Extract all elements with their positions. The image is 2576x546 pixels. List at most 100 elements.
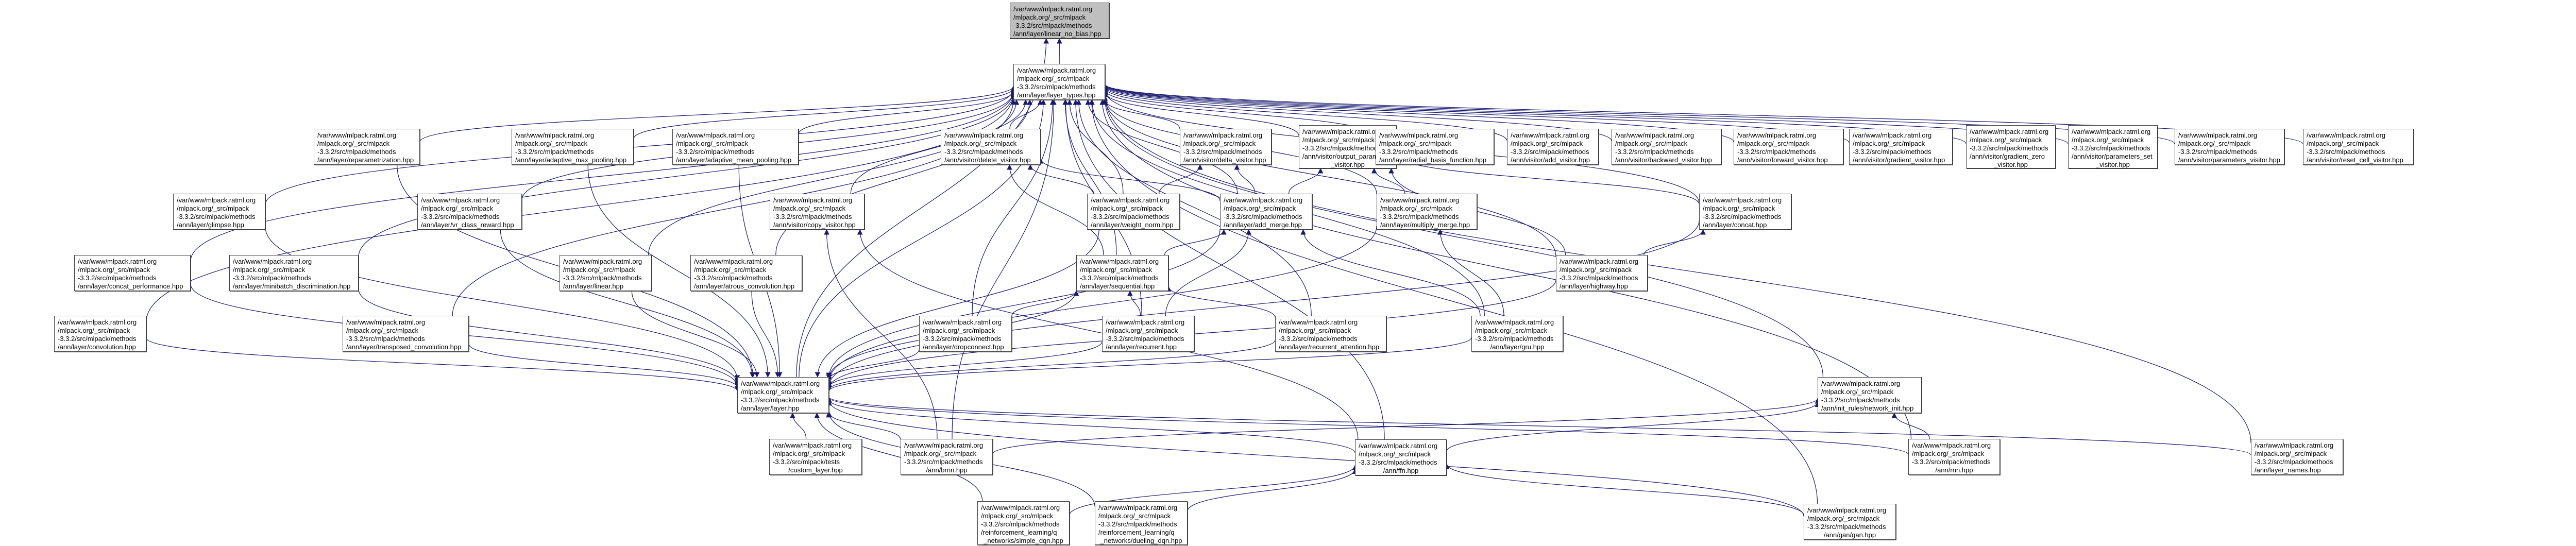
node-file-name: /ann/layer/adaptive_mean_pooling.hpp: [676, 156, 792, 164]
node-path-line: /mlpack.org/_src/mlpack: [944, 140, 1017, 147]
node-path-line: /var/www/mlpack.ratml.org: [1013, 5, 1093, 13]
node-path-line: /mlpack.org/_src/mlpack: [346, 327, 419, 334]
dependency-edge-gru-to-add-merge: [1300, 229, 1481, 316]
dependency-edge-recurrent-to-sequential: [1127, 290, 1141, 316]
dependency-edge-dropconnect-to-layer: [826, 349, 920, 381]
graph-node-delete-visitor[interactable]: /var/www/mlpack.ratml.org/mlpack.org/_sr…: [941, 129, 1041, 165]
node-path-line: /var/www/mlpack.ratml.org: [923, 318, 1002, 326]
dependency-edge-multiply-merge-to-output-parameter-visitor: [1371, 167, 1405, 194]
graph-node-dropconnect[interactable]: /var/www/mlpack.ratml.org/mlpack.org/_sr…: [919, 316, 1012, 352]
dependency-edge-delta-visitor-to-layer-types: [1102, 99, 1180, 129]
graph-node-adaptive-max-pooling[interactable]: /var/www/mlpack.ratml.org/mlpack.org/_sr…: [512, 129, 634, 165]
dependency-edge-add-merge-to-delta-visitor: [1234, 164, 1256, 194]
node-path-line: /var/www/mlpack.ratml.org: [1615, 131, 1694, 139]
node-path-line: -3.3.2/src/mlpack/methods: [1279, 335, 1358, 343]
dependency-edge-concat-to-layer: [826, 220, 1700, 387]
dependency-edge-layer-names-to-layer-types: [1102, 95, 2251, 443]
dependency-edge-delete-visitor-to-layer-types: [1009, 99, 1043, 129]
graph-node-adaptive-mean-pooling[interactable]: /var/www/mlpack.ratml.org/mlpack.org/_sr…: [672, 129, 799, 165]
graph-node-transposed-convolution[interactable]: /var/www/mlpack.ratml.org/mlpack.org/_sr…: [343, 316, 469, 352]
node-path-line: -3.3.2/src/mlpack/methods: [2178, 148, 2257, 156]
graph-node-concat-performance[interactable]: /var/www/mlpack.ratml.org/mlpack.org/_sr…: [74, 255, 191, 291]
node-file-name: /reinforcement_learning/q: [981, 528, 1057, 536]
node-path-line: /mlpack.org/_src/mlpack: [1821, 388, 1894, 396]
node-path-line: /var/www/mlpack.ratml.org: [78, 258, 157, 265]
graph-node-backward-visitor[interactable]: /var/www/mlpack.ratml.org/mlpack.org/_sr…: [1612, 129, 1721, 165]
node-path-line: /mlpack.org/_src/mlpack: [421, 204, 494, 212]
graph-node-minibatch-discrimination[interactable]: /var/www/mlpack.ratml.org/mlpack.org/_sr…: [229, 255, 359, 291]
dependency-edge-linear-to-layer-types: [648, 99, 1020, 255]
graph-node-concat[interactable]: /var/www/mlpack.ratml.org/mlpack.org/_sr…: [1699, 194, 1791, 230]
node-file-name: /ann/layer/atrous_convolution.hpp: [694, 282, 795, 290]
node-path-line: /var/www/mlpack.ratml.org: [1091, 196, 1170, 204]
node-path-line: /mlpack.org/_src/mlpack: [1511, 140, 1583, 147]
graph-node-vr-class-reward[interactable]: /var/www/mlpack.ratml.org/mlpack.org/_sr…: [417, 194, 522, 230]
dependency-edge-layer-names-to-layer: [826, 396, 2251, 455]
graph-node-atrous-convolution[interactable]: /var/www/mlpack.ratml.org/mlpack.org/_sr…: [690, 255, 802, 291]
node-path-line: -3.3.2/src/mlpack/methods: [1615, 148, 1694, 156]
graph-node-network-init[interactable]: /var/www/mlpack.ratml.org/mlpack.org/_sr…: [1818, 377, 1922, 413]
graph-node-highway[interactable]: /var/www/mlpack.ratml.org/mlpack.org/_sr…: [1556, 255, 1648, 291]
node-path-line: -3.3.2/src/mlpack/methods: [1912, 458, 1991, 466]
graph-node-custom-layer[interactable]: /var/www/mlpack.ratml.org/mlpack.org/_sr…: [769, 439, 862, 475]
graph-node-gan[interactable]: /var/www/mlpack.ratml.org/mlpack.org/_sr…: [1804, 504, 1896, 540]
graph-node-sequential[interactable]: /var/www/mlpack.ratml.org/mlpack.org/_sr…: [1076, 255, 1168, 291]
dependency-edge-dropconnect-to-sequential: [1011, 290, 1079, 316]
node-file-name: /ann/visitor/add_visitor.hpp: [1511, 156, 1590, 164]
graph-node-brnn[interactable]: /var/www/mlpack.ratml.org/mlpack.org/_sr…: [901, 439, 993, 475]
graph-node-copy-visitor[interactable]: /var/www/mlpack.ratml.org/mlpack.org/_sr…: [770, 194, 865, 230]
graph-node-parameters-set-visitor[interactable]: /var/www/mlpack.ratml.org/mlpack.org/_sr…: [2068, 125, 2158, 168]
graph-node-add-visitor[interactable]: /var/www/mlpack.ratml.org/mlpack.org/_sr…: [1507, 129, 1599, 165]
graph-node-multiply-merge[interactable]: /var/www/mlpack.ratml.org/mlpack.org/_sr…: [1377, 194, 1477, 230]
node-path-line: /mlpack.org/_src/mlpack: [1703, 204, 1775, 212]
node-path-line: -3.3.2/src/mlpack/methods: [1380, 213, 1459, 220]
graph-node-gradient-zero-visitor[interactable]: /var/www/mlpack.ratml.org/mlpack.org/_sr…: [1966, 125, 2056, 168]
node-path-line: /var/www/mlpack.ratml.org: [1279, 318, 1358, 326]
node-file-name: /ann/layer/concat.hpp: [1703, 221, 1767, 229]
dependency-edge-add-merge-to-output-parameter-visitor: [1288, 167, 1324, 194]
dependency-edge-brnn-to-layer-types: [952, 99, 1057, 439]
node-path-line: -3.3.2/src/mlpack/methods: [1970, 144, 2048, 152]
node-path-line: /mlpack.org/_src/mlpack: [1091, 204, 1163, 212]
node-path-line: /mlpack.org/_src/mlpack: [1183, 140, 1256, 147]
graph-node-add-merge[interactable]: /var/www/mlpack.ratml.org/mlpack.org/_sr…: [1220, 194, 1312, 230]
graph-node-gru[interactable]: /var/www/mlpack.ratml.org/mlpack.org/_sr…: [1471, 316, 1563, 352]
node-path-line: /var/www/mlpack.ratml.org: [1106, 318, 1185, 326]
graph-node-convolution[interactable]: /var/www/mlpack.ratml.org/mlpack.org/_sr…: [54, 316, 146, 352]
graph-node-parameters-visitor[interactable]: /var/www/mlpack.ratml.org/mlpack.org/_sr…: [2175, 129, 2284, 165]
node-path-line: -3.3.2/src/mlpack/methods: [1106, 335, 1184, 343]
node-file-name: /ann/rnn.hpp: [1935, 466, 1973, 474]
node-path-line: -3.3.2/src/mlpack/methods: [904, 458, 983, 466]
graph-node-layer[interactable]: /var/www/mlpack.ratml.org/mlpack.org/_sr…: [737, 377, 829, 413]
graph-node-reparametrization[interactable]: /var/www/mlpack.ratml.org/mlpack.org/_sr…: [314, 129, 420, 165]
dependency-edge-weight-norm-to-delta-visitor: [1159, 164, 1203, 194]
node-file-name: /ann/layer/add_merge.hpp: [1224, 221, 1302, 229]
graph-node-rnn[interactable]: /var/www/mlpack.ratml.org/mlpack.org/_sr…: [1908, 439, 2000, 475]
dependency-edge-simple-dqn-to-layer: [814, 412, 983, 502]
graph-node-delta-visitor[interactable]: /var/www/mlpack.ratml.org/mlpack.org/_sr…: [1180, 129, 1272, 165]
graph-node-radial-basis-function[interactable]: /var/www/mlpack.ratml.org/mlpack.org/_sr…: [1376, 129, 1494, 165]
node-file-name: /ann/layer/convolution.hpp: [58, 343, 136, 351]
graph-node-reset-cell-visitor[interactable]: /var/www/mlpack.ratml.org/mlpack.org/_sr…: [2303, 129, 2414, 165]
node-path-line: /mlpack.org/_src/mlpack: [1359, 450, 1431, 458]
graph-node-weight-norm[interactable]: /var/www/mlpack.ratml.org/mlpack.org/_sr…: [1087, 194, 1180, 230]
dependency-edge-dueling-dqn-to-ffn: [1187, 468, 1358, 511]
graph-node-layer-types[interactable]: /var/www/mlpack.ratml.org/mlpack.org/_sr…: [1013, 64, 1105, 100]
graph-node-layer-names[interactable]: /var/www/mlpack.ratml.org/mlpack.org/_sr…: [2251, 439, 2343, 475]
graph-node-forward-visitor[interactable]: /var/www/mlpack.ratml.org/mlpack.org/_sr…: [1734, 129, 1843, 165]
graph-node-recurrent[interactable]: /var/www/mlpack.ratml.org/mlpack.org/_sr…: [1102, 316, 1194, 352]
dependency-edge-recurrent-attention-to-layer-types: [1076, 99, 1312, 316]
node-path-line: /mlpack.org/_src/mlpack: [1615, 140, 1688, 147]
dependency-edge-gan-to-layer-types: [1089, 99, 1818, 504]
graph-node-glimpse[interactable]: /var/www/mlpack.ratml.org/mlpack.org/_sr…: [173, 194, 265, 230]
node-path-line: /var/www/mlpack.ratml.org: [773, 441, 852, 449]
graph-node-dueling-dqn[interactable]: /var/www/mlpack.ratml.org/mlpack.org/_sr…: [1095, 501, 1188, 545]
node-path-line: /mlpack.org/_src/mlpack: [773, 450, 845, 457]
dependency-edge-adaptive-max-pooling-to-layer-types: [633, 87, 1016, 139]
node-path-line: -3.3.2/src/mlpack/methods: [1080, 274, 1159, 282]
graph-node-ffn[interactable]: /var/www/mlpack.ratml.org/mlpack.org/_sr…: [1355, 439, 1447, 475]
graph-node-simple-dqn[interactable]: /var/www/mlpack.ratml.org/mlpack.org/_sr…: [977, 501, 1070, 545]
graph-node-recurrent-attention[interactable]: /var/www/mlpack.ratml.org/mlpack.org/_sr…: [1275, 316, 1386, 352]
graph-node-linear[interactable]: /var/www/mlpack.ratml.org/mlpack.org/_sr…: [560, 255, 652, 291]
graph-node-gradient-visitor[interactable]: /var/www/mlpack.ratml.org/mlpack.org/_sr…: [1849, 129, 1953, 165]
